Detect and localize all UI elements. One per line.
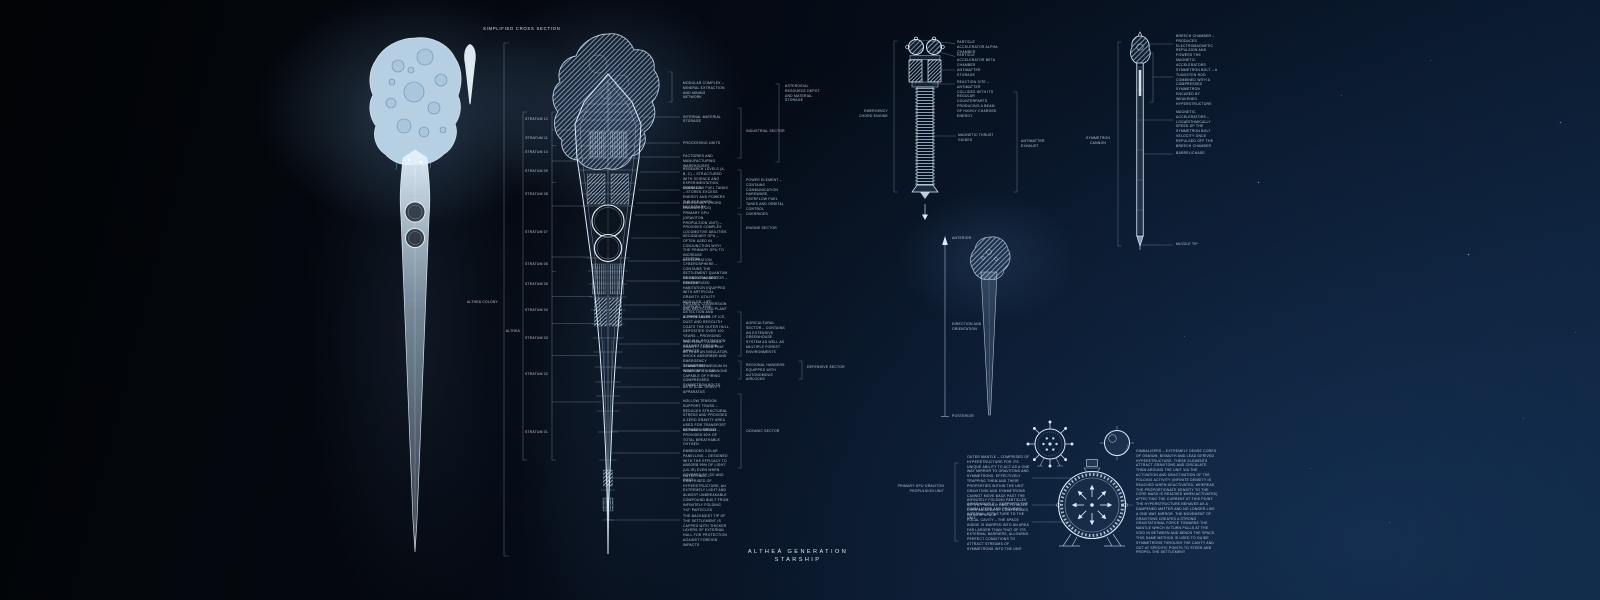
sector-label: REGIONAL HANGERS EQUIPPED WITH AUTONOMOU… [746, 363, 785, 382]
sector-label: AGRICULTURAL SECTOR – CONTAINS AN EXTENS… [746, 321, 785, 354]
annotation: HOLLOW TENSION SUPPORT TRUSS – REDUCES S… [683, 399, 728, 432]
annotation: FACTORIES AND MANUFACTURING WAREHOUSES [683, 154, 716, 168]
cannon-part-label: MAGNETIC ACCELERATORS – LOGARITHMICALLY … [1176, 110, 1214, 148]
sector-label: OCEANIC SECTOR [746, 429, 780, 433]
engine-part-label: PARTICLE ACCELERATOR ALPHA CHAMBER [957, 40, 998, 54]
annotation: INTERNAL MATERIAL STORAGE [683, 114, 721, 124]
outer-mantle-text: OUTER MANTLE – COMPRISED OF HYPERSTRUCTU… [967, 455, 1030, 517]
cross-section-illustration [552, 33, 660, 555]
annotation: A THICK LAYER OF ICE, DUST AND REGOLITH … [683, 315, 731, 353]
gimbalisers-text: GIMBALISERS – EXTREMELY DENSE CORES OF O… [1136, 449, 1218, 555]
cannon-illustration [1130, 31, 1151, 250]
stratum-label: STRATUM 02 [524, 371, 548, 376]
ship-label: ALTHEÁ [505, 329, 520, 333]
sector-label: POWER ELEMENT – CONTAINS COMMUNICATION H… [746, 178, 784, 216]
annotation: EMBEDDED SOLAR PANELLING – DESIGNED WITH… [683, 449, 728, 482]
anterior-label: ANTERIOR [952, 236, 972, 240]
stratum-label: STRATUM 03 [524, 335, 548, 340]
annotation: THE FLOAT – A ZERO GRAVITY CHASM THAT AC… [683, 340, 729, 373]
inner-mantle-text: INNER MANTLE – SUPPORTS THE GIMBALISERS … [967, 502, 1029, 521]
stratum-label: STRATUM 04 [524, 307, 548, 312]
page-title: ALTHEÁ GENERATION STARSHIP [747, 549, 849, 563]
annotation: SECONDARY GPU – OFTEN USED IN CONJUNCTIO… [683, 234, 724, 263]
exhaust-label: ANTIMATTER EXHAUST [1021, 139, 1045, 148]
stratum-label: STRATUM 09 [524, 168, 548, 173]
annotation: ORGANIC CONVERSION AND RECYCLING PLANT [683, 302, 727, 311]
cannon-part-label: BREECH CHAMBER – PRODUCES ELECTROMAGNETI… [1176, 34, 1215, 67]
engine-part-label: MAGNETIC THRUST GUIDES [958, 133, 994, 142]
gpu-diagram [1026, 420, 1134, 547]
stratum-label: STRATUM 11 [525, 135, 548, 140]
annotation: OCEANIC HABITAT – PROVIDES 90% OF TOTAL … [683, 428, 721, 447]
orientation-caption: DIRECTION AND ORIENTATION [952, 322, 982, 331]
annotation: SYMMETRON WEAPONRY – CANNONS CAPABLE OF … [683, 364, 728, 388]
annotation: PRIMARY GPU (GRAVITON PROPULSION UNIT) –… [683, 211, 727, 235]
gpu-name-label: PRIMARY GPU GRAVITON PROPULSION UNIT [897, 484, 944, 493]
annotation: OVERFLOW FUEL TANKS – STORES EXCESS ENER… [683, 185, 728, 209]
colony-ship-illustration [369, 37, 462, 553]
section-title: SIMPLIFIED CROSS SECTION [483, 26, 561, 31]
stratum-label: STRATUM 01 [524, 429, 548, 434]
annotation: PROCESSING UNITS [683, 141, 721, 145]
cannon-part-label: SYMMETRON BOLT – A TUNGSTEN ROD COMBINED… [1176, 68, 1218, 106]
engine-name-label: EMERGENCY CHORD ENGINE [858, 109, 888, 118]
posterior-label: POSTERIOR [952, 414, 974, 418]
annotation: EMERGENCY CHORD ENGINES (ECE) [683, 201, 722, 210]
colony-label: ALTHEÁ COLONY [466, 300, 498, 304]
stratum-label: STRATUM 07 [524, 229, 548, 234]
defensive-sector-label: DEFENSIVE SECTOR [807, 365, 845, 369]
depot-label: ASTEROIDAL RESOURCE DEPOT AND MATERIAL S… [785, 84, 820, 103]
annotation: MODULAR COMPLEX – MINERAL EXTRACTION AND… [683, 81, 725, 100]
annotation: ARTIFICIAL GRAVITY APPARATUS [683, 385, 721, 394]
cannon-name-label: SYMMETRON CANNON [1086, 136, 1111, 145]
stratum-label: STRATUM 06 [524, 261, 548, 266]
stratum-label: STRATUM 10 [524, 149, 548, 154]
focal-cavity-text: FOCAL CAVITY – THE SPACE INSIDE IS WARPE… [967, 518, 1029, 551]
orientation-diagram [941, 236, 1011, 417]
simplified-cross-section-glyph [464, 44, 476, 105]
annotation: OUTER HULL – COMPRISED OF HYPERSTRUCTURE… [683, 474, 729, 512]
stratum-label: STRATUM 05 [524, 281, 548, 286]
engine-illustration [905, 36, 945, 220]
annotation: THE BACKMOST TIP OF THE SETTLEMENT IS CA… [683, 514, 727, 547]
annotation: RESIDENTIAL SECTOR – PRESSURISED HABITAT… [683, 276, 728, 319]
engine-part-label: PARTICLE ACCELERATOR BETA CHAMBER [957, 53, 995, 67]
leader-lines [503, 39, 1173, 557]
annotation: RESEARCH LEVELS (A, B, C) – STRUCTURED W… [683, 167, 726, 191]
stratum-label: STRATUM 12 [524, 116, 548, 121]
cannon-part-label: MUZZLE TIP [1176, 242, 1198, 246]
sector-label: INDUSTRIAL SECTOR [746, 129, 785, 133]
engine-part-label: ANTIMATTER STORAGE [957, 68, 981, 77]
annotation: CENTRAL CYBEROSPHERE – CONTAINS THE SETT… [683, 257, 728, 286]
sector-label: ENGINE SECTOR [746, 226, 777, 230]
cannon-part-label: BARREL/CHASE [1176, 151, 1205, 155]
stratum-label: STRATUM 08 [524, 191, 548, 196]
engine-part-label: REACTION SITE – ANTIMATTER COLLIDES WITH… [957, 80, 997, 118]
